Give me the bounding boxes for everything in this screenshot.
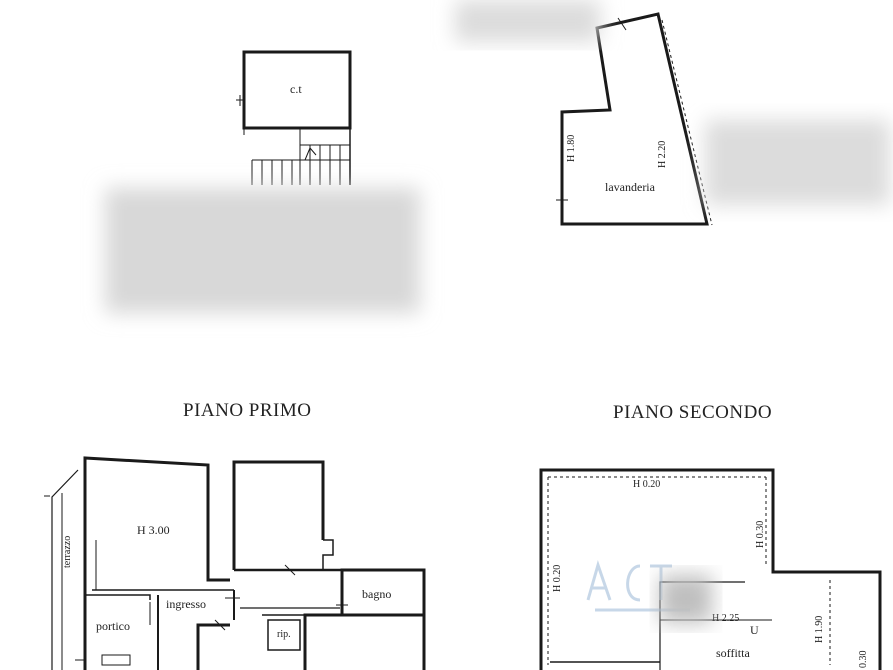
ingresso-label: ingresso bbox=[166, 597, 206, 611]
primo-h300: H 3.00 bbox=[137, 523, 170, 537]
secondo-h225: H 2.25 bbox=[712, 613, 739, 624]
secondo-h190: H 1.90 bbox=[814, 616, 825, 643]
secondo-h030-right: H 0.30 bbox=[755, 521, 766, 548]
title-piano-primo: PIANO PRIMO bbox=[183, 400, 312, 421]
piano-primo-plan bbox=[44, 456, 426, 670]
lav-h180: H 1.80 bbox=[566, 135, 577, 162]
lavanderia-label: lavanderia bbox=[605, 180, 656, 194]
rip-label: rip. bbox=[277, 629, 291, 640]
piano-secondo-plan bbox=[539, 468, 882, 670]
ct-room bbox=[236, 50, 352, 185]
title-piano-secondo: PIANO SECONDO bbox=[613, 402, 772, 423]
lav-h220: H 2.20 bbox=[657, 141, 668, 168]
blurred-region bbox=[105, 188, 420, 313]
lavanderia-room bbox=[556, 12, 713, 226]
soffitta-label: soffitta bbox=[716, 646, 750, 660]
ct-label: c.t bbox=[290, 82, 302, 96]
portico-label: portico bbox=[96, 619, 130, 633]
bagno-label: bagno bbox=[362, 587, 391, 601]
soffitta-u: U bbox=[750, 623, 759, 637]
secondo-h020-left: H 0.20 bbox=[552, 565, 563, 592]
secondo-h020-top: H 0.20 bbox=[633, 479, 660, 490]
terrazzo-label: terrazzo bbox=[62, 536, 73, 568]
stair bbox=[251, 144, 350, 185]
blurred-region bbox=[705, 120, 890, 205]
secondo-h030-bottom: 0.30 bbox=[858, 651, 869, 669]
blurred-region bbox=[455, 0, 600, 42]
blurred-region bbox=[660, 575, 712, 623]
